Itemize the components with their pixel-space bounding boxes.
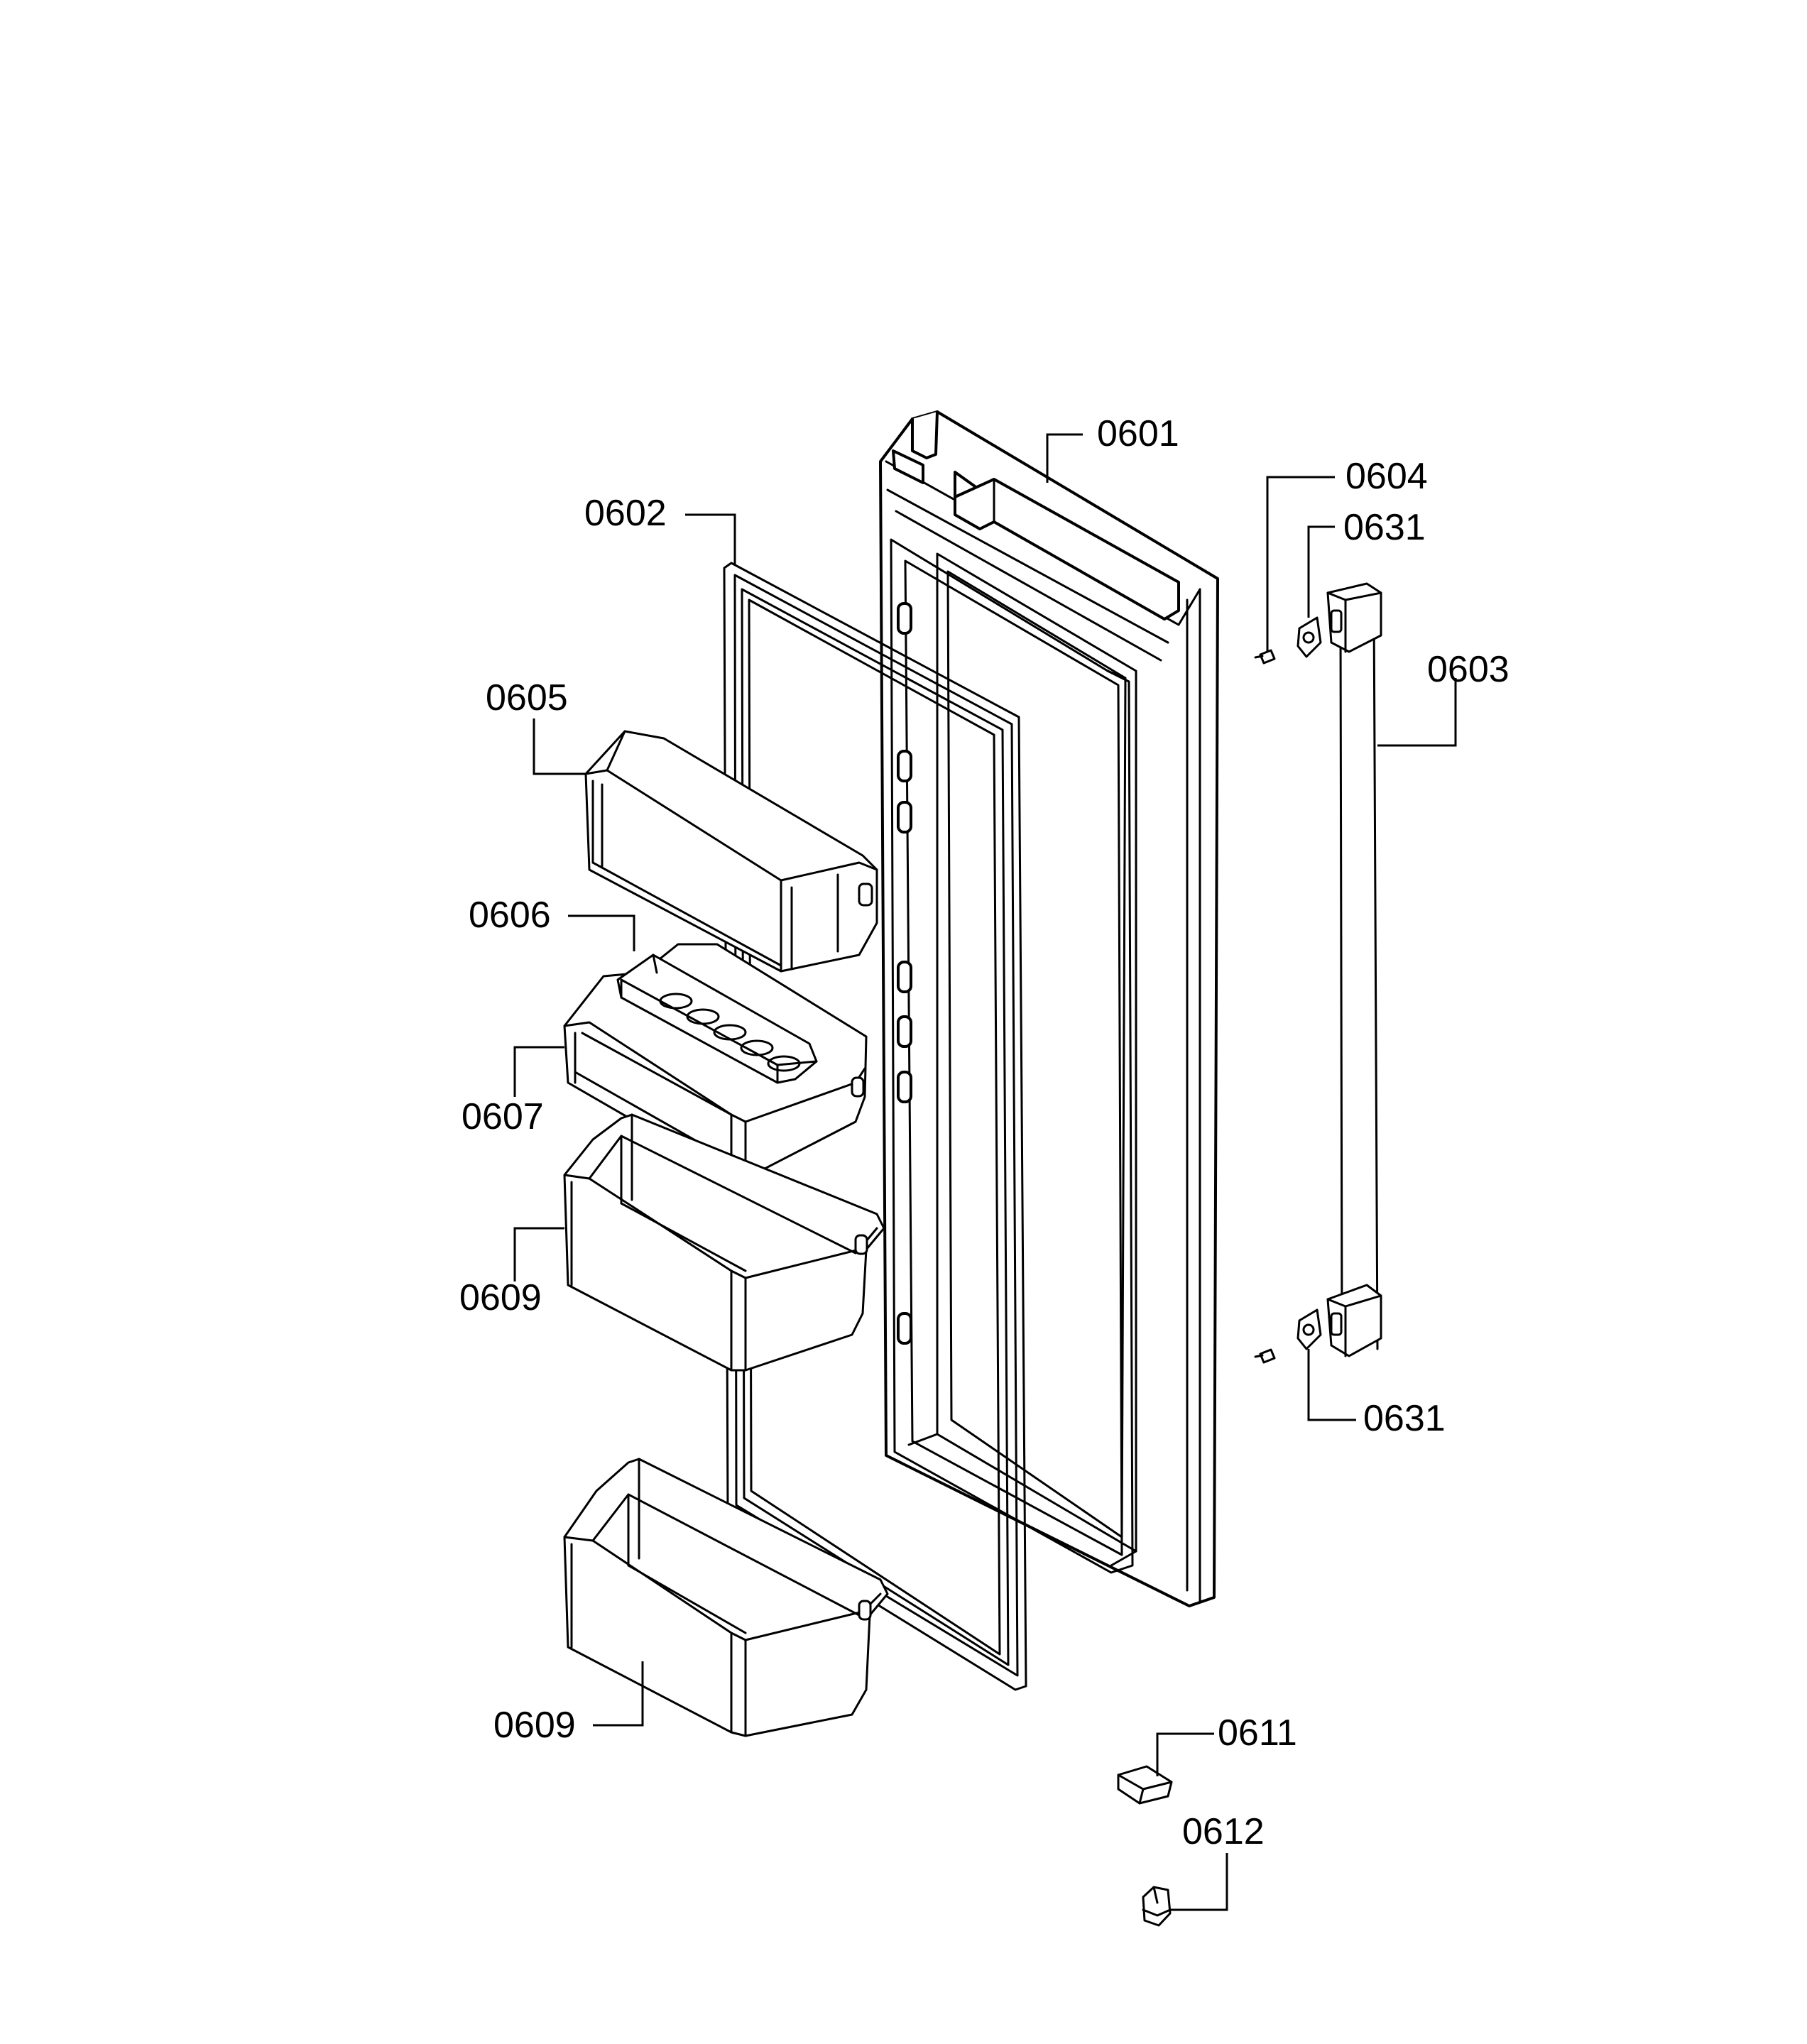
handle-spacer-0631-lower <box>1296 1308 1322 1350</box>
hinge-pin-0612 <box>1142 1886 1172 1927</box>
callout-0631-upper: 0631 <box>1343 507 1426 548</box>
callout-0609-upper: 0609 <box>459 1277 542 1318</box>
hinge-bracket-0611 <box>1117 1765 1173 1805</box>
callout-0631-lower: 0631 <box>1363 1398 1446 1439</box>
callout-0609-lower: 0609 <box>493 1705 576 1746</box>
screw-0604-lower <box>1254 1348 1276 1364</box>
callout-0603: 0603 <box>1427 649 1510 690</box>
callout-0611: 0611 <box>1218 1712 1297 1754</box>
callout-0604: 0604 <box>1345 456 1428 497</box>
callout-0602: 0602 <box>584 493 667 534</box>
leader-lines <box>513 433 1457 1911</box>
door-handle-0603 <box>1326 582 1382 1357</box>
dairy-bin-0605 <box>584 730 878 973</box>
handle-spacer-0631-upper <box>1296 616 1322 658</box>
egg-tray-0606 <box>616 953 818 1084</box>
callout-labels: 0601 0602 0604 0631 0603 0605 0606 0607 … <box>459 413 1510 1852</box>
door-panel-0601 <box>879 410 1219 1607</box>
callout-0601: 0601 <box>1097 413 1179 454</box>
callout-0612: 0612 <box>1182 1811 1265 1852</box>
door-bin-0609-lower <box>563 1458 889 1737</box>
callout-0607: 0607 <box>462 1096 544 1137</box>
screw-0604-upper <box>1254 649 1276 665</box>
callout-0606: 0606 <box>469 895 551 936</box>
door-bin-0609-upper <box>563 1113 885 1372</box>
callout-0605: 0605 <box>486 677 568 718</box>
